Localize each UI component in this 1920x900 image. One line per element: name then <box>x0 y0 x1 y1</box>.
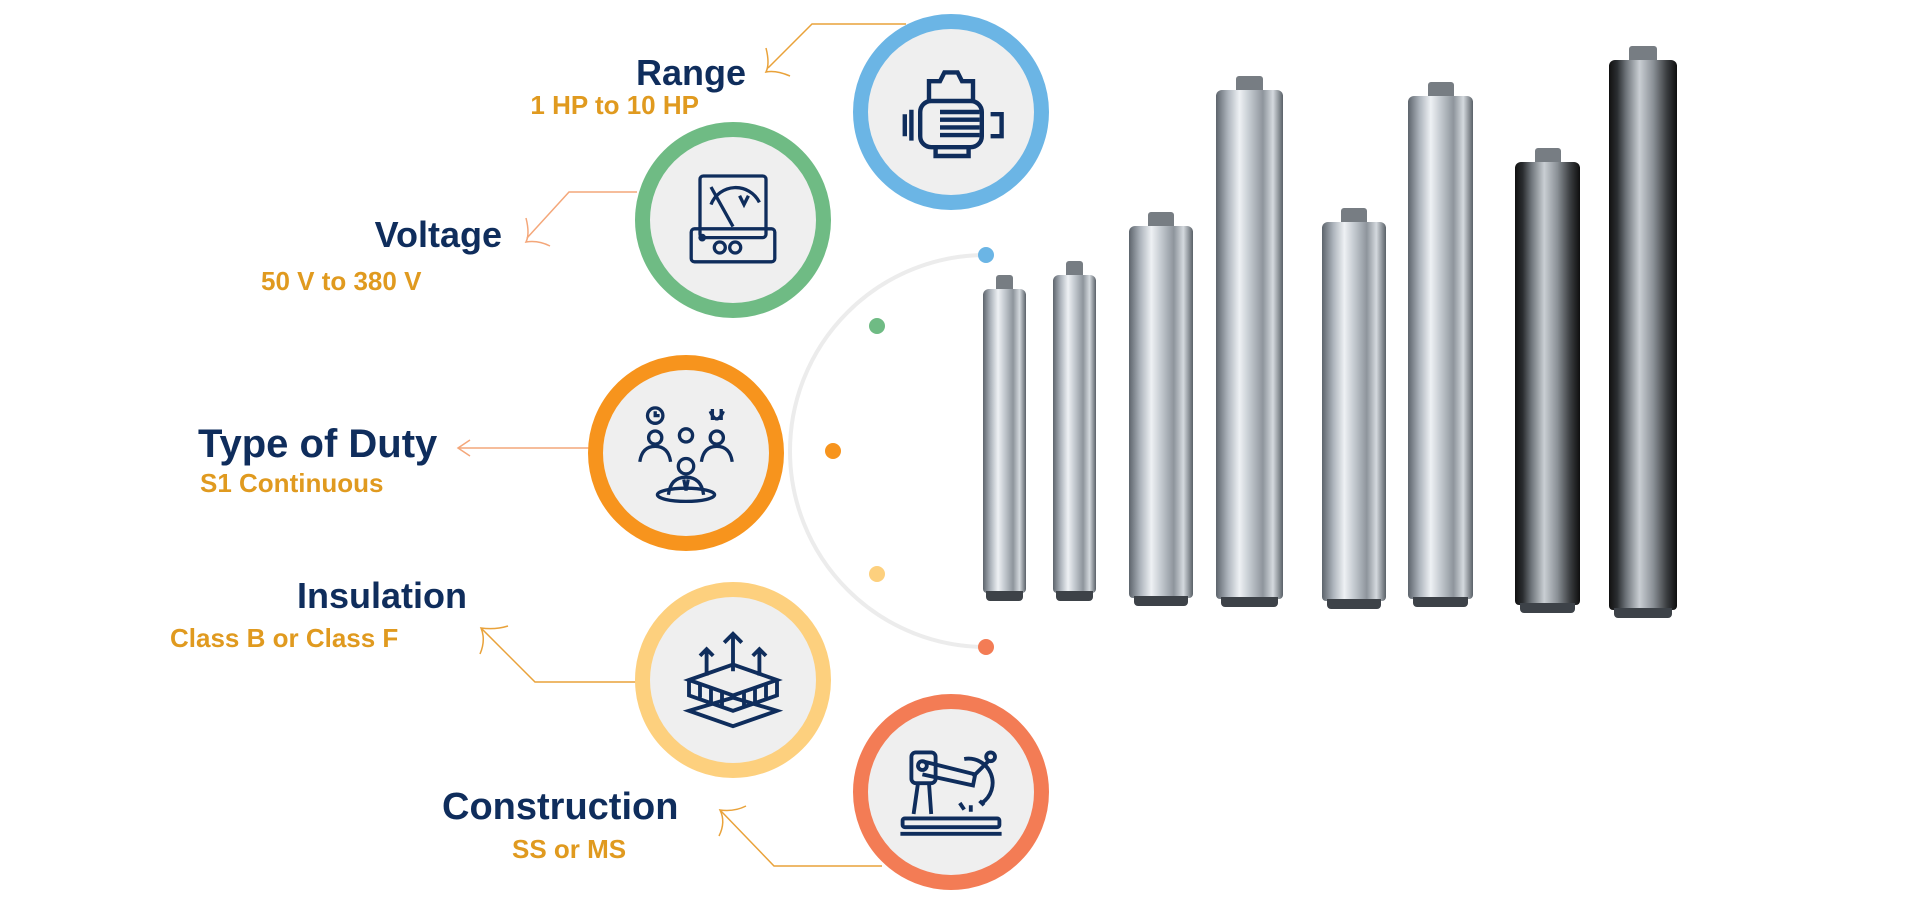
motor-image-6 <box>1408 82 1473 607</box>
arrow-duty <box>456 439 471 457</box>
dot-range <box>978 247 994 263</box>
insulation-circle <box>635 582 831 778</box>
team-workers-icon <box>638 406 734 504</box>
connector-insulation <box>481 628 637 683</box>
motor-image-7 <box>1515 148 1580 613</box>
machine-saw-icon <box>900 750 1002 836</box>
range-circle <box>853 14 1049 210</box>
feature-value-duty: S1 Continuous <box>200 468 384 498</box>
feature-title-insulation: Insulation <box>297 575 467 616</box>
motor-image-5 <box>1322 208 1386 609</box>
feature-title-voltage: Voltage <box>374 214 502 255</box>
dot-duty <box>825 443 841 459</box>
motor-gear-icon <box>902 70 1004 159</box>
motor-image-3 <box>1129 212 1193 606</box>
dot-voltage <box>869 318 885 334</box>
construction-circle <box>853 694 1049 890</box>
feature-value-insulation: Class B or Class F <box>170 623 399 653</box>
dot-insulation <box>869 566 885 582</box>
feature-value-construction: SS or MS <box>512 834 627 864</box>
feature-title-duty: Type of Duty <box>198 422 438 466</box>
voltmeter-icon <box>689 174 777 264</box>
dot-construction <box>978 639 994 655</box>
motor-image-4 <box>1216 76 1283 607</box>
feature-title-construction: Construction <box>442 786 679 828</box>
connector-range <box>767 23 906 69</box>
duty-circle <box>588 355 784 551</box>
arc-line <box>788 253 987 649</box>
feature-value-range: 1 HP to 10 HP <box>530 90 699 120</box>
connector-voltage <box>526 191 637 239</box>
arrow-construction <box>718 805 747 837</box>
arrow-range <box>764 47 791 77</box>
connector-construction <box>720 810 882 867</box>
insulation-layers-icon <box>682 631 784 729</box>
voltage-circle <box>635 122 831 318</box>
feature-title-range: Range <box>635 52 746 93</box>
arrow-voltage <box>524 217 551 247</box>
motor-image-2 <box>1053 261 1096 601</box>
motor-image-8 <box>1609 46 1677 618</box>
arrow-insulation <box>479 625 509 655</box>
motor-image-1 <box>983 275 1026 601</box>
feature-value-voltage: 50 V to 380 V <box>261 266 422 296</box>
